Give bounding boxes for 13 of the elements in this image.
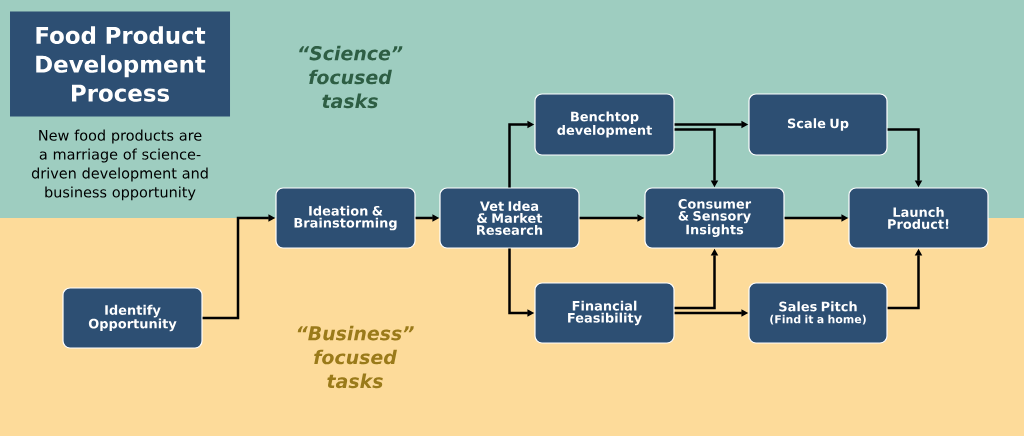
process-box: Launch Product! [848, 187, 989, 249]
process-box: Ideation & Brainstorming [275, 187, 416, 249]
process-box: Consumer & Sensory Insights [644, 187, 785, 249]
annotation-text: “Business” focused tasks [297, 325, 414, 389]
process-box: Vet Idea & Market Research [439, 187, 580, 249]
title-box: Food Product Development Process [10, 11, 230, 117]
annotation-text: “Science” focused tasks [299, 45, 403, 109]
description-text: New food products are a marriage of science-driven development and business opportunity [31, 129, 208, 201]
process-box: Identify Opportunity [62, 287, 203, 349]
process-box: Financial Feasibility [534, 282, 675, 344]
process-box: Scale Up [748, 93, 888, 156]
process-box: Sales Pitch (Find it a home) [748, 282, 888, 344]
process-box: Benchtop development [534, 93, 675, 156]
